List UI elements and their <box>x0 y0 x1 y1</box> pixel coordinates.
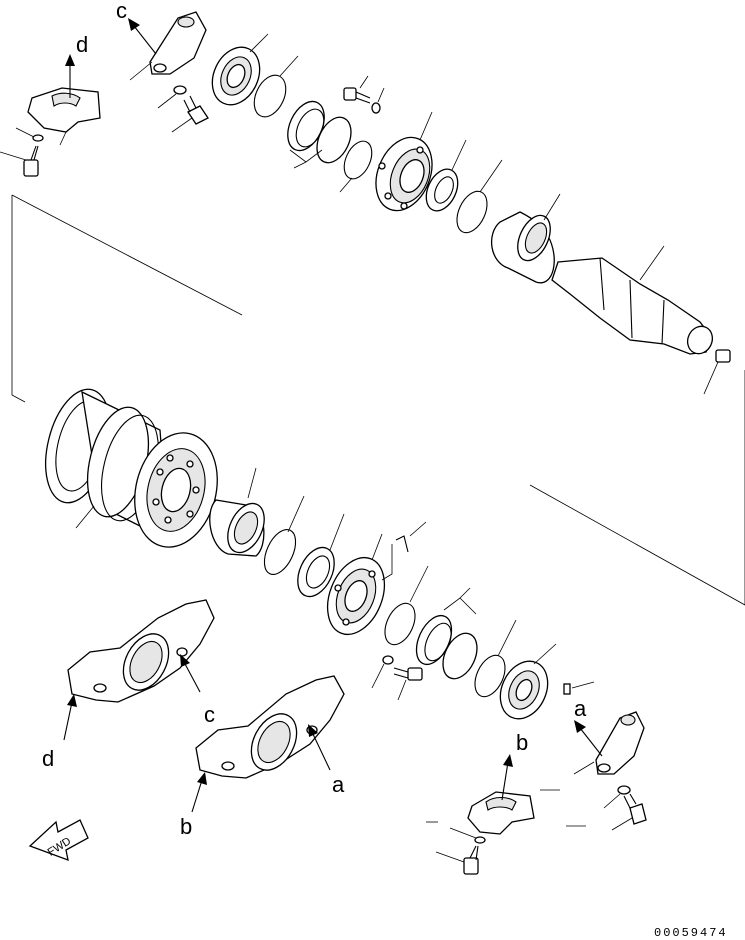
o-ring-lower-2 <box>384 565 429 646</box>
plug-shaft <box>703 349 731 395</box>
reference-dashes <box>426 789 586 827</box>
label-c-top: c <box>116 0 127 23</box>
pin-lower-right <box>563 681 595 695</box>
shaft <box>551 245 714 355</box>
cap-top <box>129 11 207 81</box>
plate-lower-center <box>195 675 345 779</box>
label-b-low: b <box>180 814 192 839</box>
fwd-arrow-icon: FWD <box>28 819 89 862</box>
label-d-top: d <box>76 32 88 57</box>
arrow-b-right <box>501 754 513 801</box>
bracket-lower-right <box>467 791 535 835</box>
arrow-a-low <box>308 724 331 771</box>
floating-seal-lower <box>415 587 478 680</box>
washer-top-center <box>371 87 385 114</box>
washer-cap-right <box>603 785 631 809</box>
arrow-c-low <box>180 654 201 693</box>
thrust-ring-top <box>425 139 467 212</box>
seal-lower <box>499 643 557 720</box>
label-a-right: a <box>574 696 587 721</box>
o-ring-top-2 <box>339 140 373 193</box>
plug-lower <box>381 521 427 581</box>
label-c-low: c <box>204 702 215 727</box>
label-b-right: b <box>516 730 528 755</box>
bushing-top <box>490 193 561 284</box>
bolt-top-cap <box>171 95 209 133</box>
roller-body <box>45 388 218 548</box>
arrow-c-top <box>128 18 157 55</box>
arrow-d-top <box>65 54 75 98</box>
washer-top-cap <box>157 85 187 109</box>
washer-lower-right <box>449 827 486 844</box>
drawing-code: 00059474 <box>654 926 728 940</box>
assembly-frame-lines <box>11 194 745 606</box>
arrow-b-low <box>191 772 207 813</box>
cap-lower-right <box>573 711 645 775</box>
seal-top <box>211 33 269 106</box>
bolt-lower-center <box>393 667 423 701</box>
label-d-low: d <box>42 746 54 771</box>
plate-lower-left <box>67 599 215 703</box>
collar-top <box>375 111 433 212</box>
washer-top-left <box>15 127 44 142</box>
collar-lower <box>326 533 386 635</box>
o-ring-lower-3 <box>474 619 517 698</box>
bolt-lower-right <box>435 845 479 875</box>
bolt-cap-right <box>611 793 647 831</box>
label-a-low: a <box>332 772 345 797</box>
bushing-lower <box>209 467 265 557</box>
arrow-d-low <box>63 694 77 741</box>
bolt-top-center <box>343 75 371 104</box>
o-ring-top-3 <box>456 159 503 234</box>
floating-seal-top <box>287 100 352 169</box>
arrow-a-right <box>574 720 603 757</box>
bolt-top-left <box>0 145 39 177</box>
thrust-ring-lower <box>297 513 345 598</box>
o-ring-top-1 <box>253 55 299 118</box>
bracket-top-left <box>27 87 101 146</box>
o-ring-lower-1 <box>263 495 305 575</box>
washer-lower-center <box>371 655 394 689</box>
